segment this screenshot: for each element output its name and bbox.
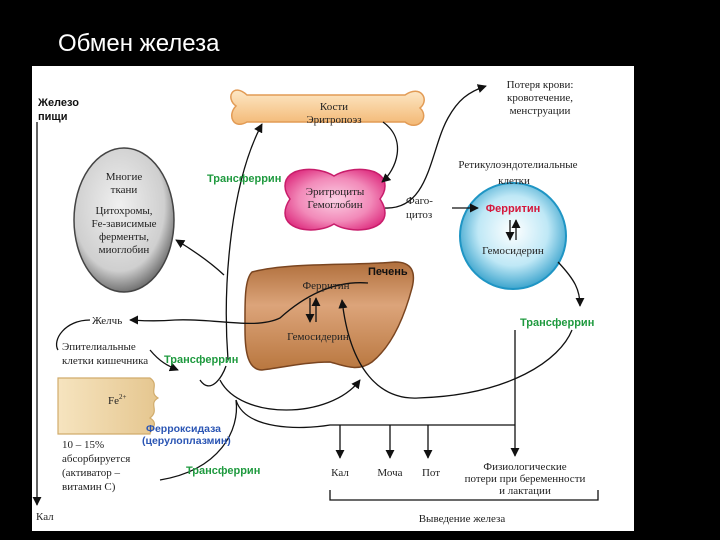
hemoglobin-label: Гемоглобин [307,199,362,211]
arrow-epithelium-to-liver [219,379,361,411]
many-tissues-title-2: ткани [111,184,138,196]
many-tissues-title: Многие [106,171,143,183]
food-iron-label: Железо [37,97,79,109]
line-bile-loop [55,319,91,351]
iron-excretion-label: Выведение железа [419,513,506,525]
many-tissues-shape [73,147,175,293]
arrow-liver-to-bile [129,282,369,325]
excretion-urine: Моча [377,467,402,479]
transferrin-label-right: Трансферрин [520,317,594,329]
arrow-erythrocytes-to-blood-loss [384,84,487,209]
absorption-vitamin: витамин С) [62,481,116,493]
res-cell-shape [459,182,567,290]
bones-label: Кости [320,101,348,113]
many-tissues-item-4: миоглобин [99,244,150,256]
arrow-transferrin-to-liver [338,299,573,399]
arrow-bones-to-erythrocytes [381,121,399,183]
arrow-to-many-tissues [175,239,225,276]
arrow-epithelium-transferrin-up [199,365,227,387]
excretion-feces: Кал [331,467,349,479]
transferrin-label-mid: Трансферрин [164,354,238,366]
physiological-losses-2: потери при беременности [465,473,586,485]
line-lower-circuit-2 [235,399,515,429]
bracket-excretion [329,490,599,501]
many-tissues-item-2: Fe-зависимые [92,218,157,230]
line-lower-circuit [159,399,238,481]
epithelium-label-2: клетки кишечника [62,355,148,367]
many-tissues-item-3: ферменты, [99,231,149,243]
epithelium-label: Эпителиальные [62,341,136,353]
many-tissues-item-1: Цитохромы, [95,205,152,217]
phagocytosis-label-2: цитоз [406,209,432,221]
liver-shape [244,261,415,371]
transferrin-label-top: Трансферрин [207,173,281,185]
absorption-pct: 10 – 15% [62,439,104,451]
arrow-transferrin-to-bones [225,123,263,361]
blood-loss-title: Потеря крови: [507,79,574,91]
arrow-res-to-transferrin [557,261,585,307]
bile-label: Желчь [92,315,122,327]
blood-loss-item-2: менструации [510,105,571,117]
res-title-2: клетки [498,175,530,187]
res-title: Ретикулоэндотелиальные [458,159,577,171]
physiological-losses-3: и лактации [499,485,551,497]
physiological-losses-1: Физиологические [483,461,566,473]
res-ferritin-label: Ферритин [486,203,541,215]
intestinal-epithelium-shape [57,377,160,435]
liver-label: Печень [368,266,408,278]
fe-ion-label: Fe2+ [108,393,127,407]
res-hemosiderin-label: Гемосидерин [482,245,544,257]
feces-bottom-label: Кал [36,511,54,523]
absorption-activator: (активатор – [62,467,120,479]
ceruloplasmin-label: (церулоплазмин) [142,435,231,447]
food-iron-label-2: пищи [38,111,67,123]
arrow-epithelium-to-transferrin [149,349,179,372]
phagocytosis-label: Фаго- [406,195,433,207]
erythrocytes-shape [284,168,386,231]
excretion-sweat: Пот [422,467,440,479]
blood-loss-item-1: кровотечение, [507,92,573,104]
ferroxidase-label: Ферроксидаза [146,423,221,435]
liver-hemosiderin-label: Гемосидерин [287,331,349,343]
erythropoiesis-label: Эритропоэз [306,114,361,126]
liver-ferritin-label: Ферритин [302,280,349,292]
transferrin-label-bottom: Трансферрин [186,465,260,477]
slide-title: Обмен железа [58,30,220,57]
bone-shape [230,89,425,127]
absorption-text: абсорбируется [62,453,130,465]
erythrocytes-label: Эритроциты [306,186,365,198]
